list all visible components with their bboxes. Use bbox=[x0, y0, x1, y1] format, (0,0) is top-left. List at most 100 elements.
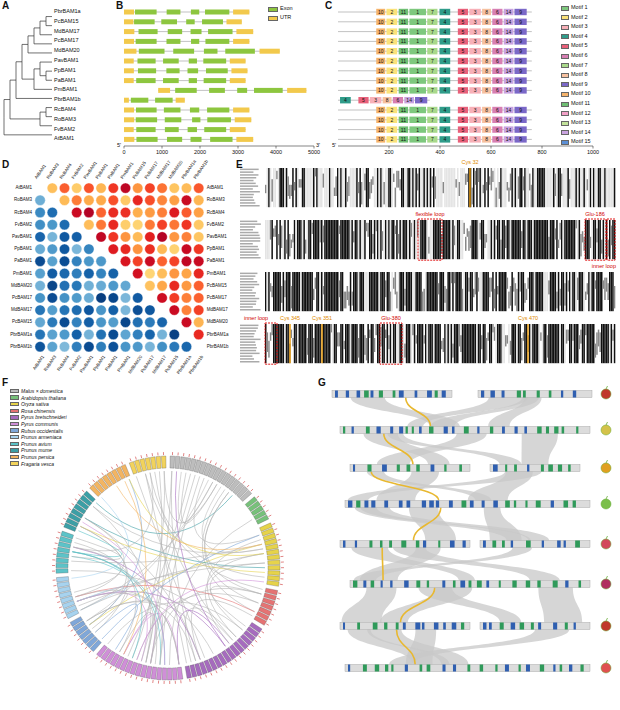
gene-block bbox=[490, 391, 494, 398]
conserved-column bbox=[455, 324, 457, 363]
gene-block bbox=[406, 427, 408, 434]
similar-column bbox=[323, 226, 325, 243]
conserved-column bbox=[303, 168, 305, 207]
synteny-link bbox=[128, 474, 191, 657]
motif-box bbox=[376, 117, 385, 123]
identity-circle bbox=[84, 317, 94, 327]
gene-block bbox=[553, 665, 555, 672]
chromosome-arc bbox=[150, 457, 156, 469]
similar-column bbox=[463, 223, 465, 234]
sequence-name-bar bbox=[240, 273, 257, 275]
gene-block bbox=[565, 623, 568, 630]
gene-block bbox=[483, 541, 486, 548]
motif-box bbox=[376, 38, 385, 44]
gene-block bbox=[427, 665, 431, 672]
conserved-column bbox=[371, 272, 373, 311]
chromosome-tick bbox=[188, 454, 190, 457]
variable-column bbox=[539, 324, 541, 363]
conserved-column bbox=[563, 272, 565, 311]
utr-block bbox=[124, 29, 134, 34]
sequence-name-bar bbox=[240, 339, 261, 341]
conserved-column bbox=[465, 272, 467, 311]
gene-block bbox=[453, 581, 456, 588]
sequence-name-bar bbox=[240, 355, 252, 357]
conserved-column bbox=[420, 272, 422, 311]
conserved-column bbox=[438, 220, 440, 259]
conserved-column bbox=[471, 272, 473, 311]
conserved-column bbox=[281, 324, 283, 363]
identity-circle bbox=[181, 256, 191, 266]
gene-block bbox=[363, 665, 367, 672]
exon-block bbox=[175, 88, 197, 93]
gene-block bbox=[444, 465, 446, 472]
variable-column bbox=[460, 220, 462, 259]
similar-column bbox=[467, 174, 469, 182]
similar-column bbox=[561, 174, 563, 196]
gene-block bbox=[526, 665, 530, 672]
axis-tick bbox=[162, 146, 163, 149]
chromosome-tick bbox=[266, 510, 269, 511]
conserved-column bbox=[359, 324, 361, 363]
variable-column bbox=[481, 272, 483, 311]
chromosome-tick bbox=[89, 651, 91, 653]
identity-circle bbox=[169, 195, 179, 205]
variable-column bbox=[516, 168, 518, 207]
conserved-column bbox=[355, 324, 357, 363]
variable-column bbox=[446, 324, 448, 363]
conserved-column bbox=[443, 220, 445, 259]
identity-matrix bbox=[35, 183, 204, 352]
similar-column bbox=[307, 338, 309, 355]
gene-block bbox=[569, 665, 572, 672]
conserved-column bbox=[374, 272, 376, 311]
similar-column bbox=[358, 338, 360, 358]
gene-block bbox=[500, 623, 504, 630]
conserved-column bbox=[553, 272, 555, 311]
identity-circle bbox=[84, 220, 94, 230]
variable-column bbox=[595, 168, 597, 207]
identity-circle bbox=[120, 256, 130, 266]
tree-branch bbox=[4, 100, 10, 118]
similar-column bbox=[455, 179, 457, 187]
conserved-column bbox=[561, 272, 563, 311]
identity-circle bbox=[96, 256, 106, 266]
gene-block bbox=[517, 391, 521, 398]
variable-column bbox=[324, 168, 326, 207]
conserved-column bbox=[596, 272, 598, 311]
gene-block bbox=[396, 623, 399, 630]
sequence-name-bar bbox=[240, 281, 257, 283]
identity-circle bbox=[35, 342, 45, 352]
variable-column bbox=[447, 168, 449, 207]
conserved-column bbox=[356, 168, 358, 207]
gene-block bbox=[375, 665, 379, 672]
sequence-name-bar bbox=[240, 194, 254, 196]
identity-circle bbox=[120, 317, 130, 327]
similar-column bbox=[364, 174, 366, 191]
similar-column bbox=[395, 226, 397, 234]
chromosome-band bbox=[490, 465, 580, 472]
chromosome-tick bbox=[59, 607, 62, 608]
conserved-column bbox=[457, 324, 459, 363]
gene-block bbox=[356, 501, 360, 508]
motif-box bbox=[427, 19, 437, 25]
identity-circle bbox=[47, 183, 57, 193]
tree-branch bbox=[46, 17, 52, 22]
conserved-column bbox=[607, 324, 609, 363]
similar-column bbox=[335, 176, 337, 196]
similar-column bbox=[484, 234, 486, 248]
identity-circle bbox=[96, 207, 106, 217]
tree-branch bbox=[40, 62, 52, 69]
variable-column bbox=[451, 220, 453, 259]
variable-column bbox=[319, 168, 321, 207]
motif-box bbox=[386, 87, 397, 93]
identity-circle bbox=[169, 183, 179, 193]
chromosome-band bbox=[332, 391, 452, 398]
conserved-column bbox=[481, 220, 483, 259]
chromosome-tick bbox=[152, 680, 153, 683]
similar-column bbox=[299, 179, 301, 187]
variable-column bbox=[591, 220, 593, 259]
conserved-column bbox=[540, 220, 542, 259]
exon-block bbox=[139, 49, 165, 54]
sequence-name-bar bbox=[240, 177, 256, 179]
conserved-column bbox=[465, 324, 467, 363]
variable-column bbox=[492, 220, 494, 259]
